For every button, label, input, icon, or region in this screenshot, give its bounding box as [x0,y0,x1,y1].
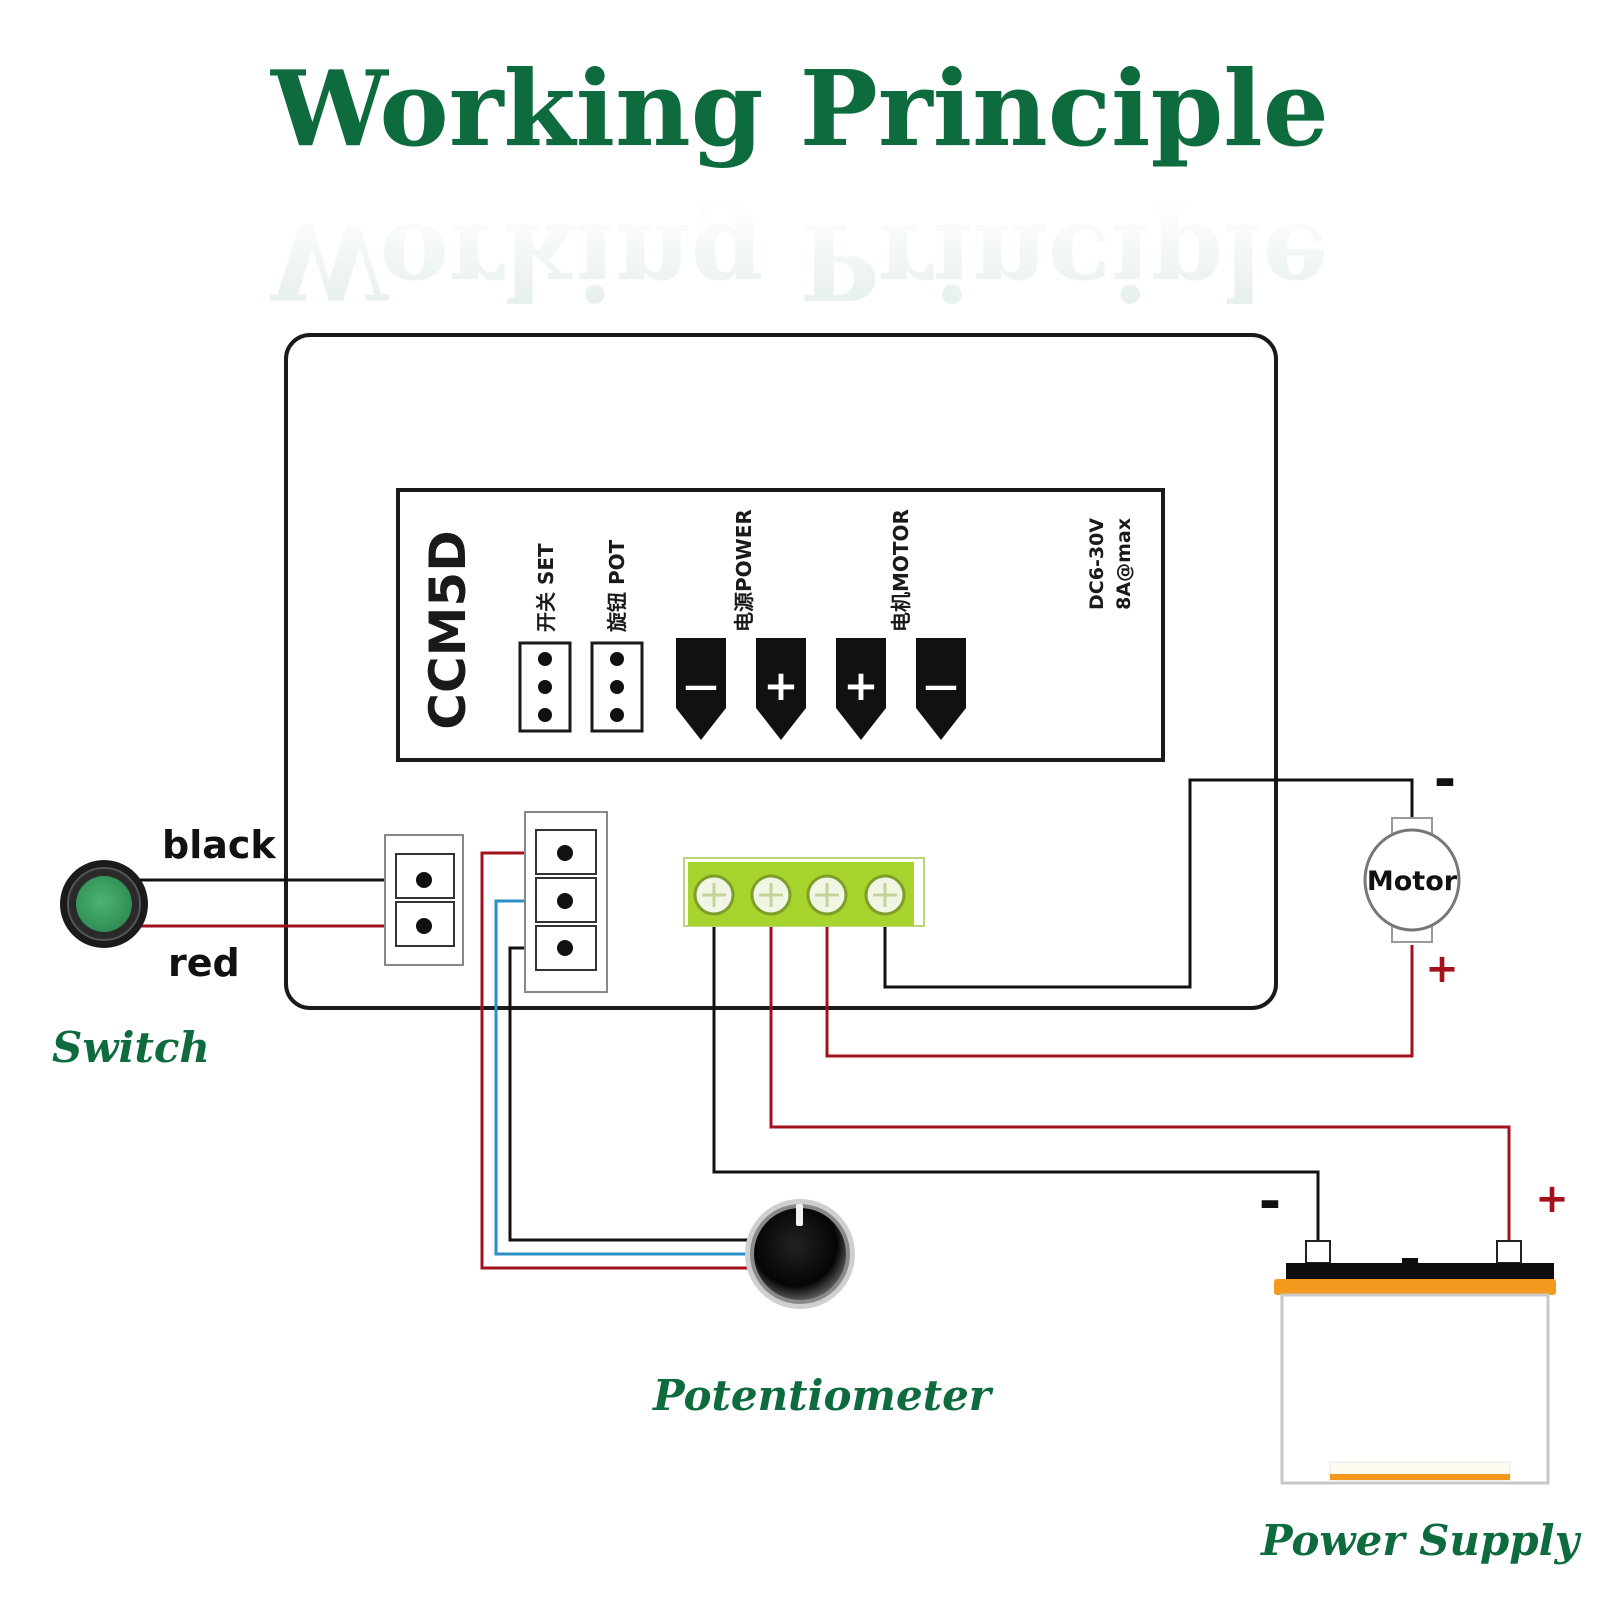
power-negative-wire [712,925,1320,1253]
power-supply-label: Power Supply [1260,1516,1582,1565]
power-terminal-label: 电源POWER [732,509,756,632]
title-reflection: Working Principle [270,200,1329,323]
motor-positive-wire [825,925,1414,1058]
switch-label: Switch [52,1023,210,1072]
pot-connector [524,811,608,993]
set-connector [384,834,464,966]
set-header-pins [518,641,572,733]
rating-voltage: DC6-30V [1086,518,1108,610]
power-positive-wire [769,925,1511,1253]
motor-terminal-label: 电机MOTOR [889,509,913,632]
pot-header-pins [590,641,644,733]
terminal-marker-power-plus: + [756,638,806,740]
motor-minus-sign: - [1434,748,1456,811]
svg-text:—: — [924,666,958,706]
terminal-marker-motor-plus: + [836,638,886,740]
battery-plus-sign: + [1535,1176,1569,1222]
rating-current: 8A@max [1113,518,1135,610]
battery-minus-sign: - [1259,1170,1281,1233]
motor-symbol: Motor [1363,817,1461,943]
set-port-label: 开关 SET [534,543,558,632]
screw-terminal-block [683,857,925,927]
svg-text:+: + [763,661,798,710]
page-title: Working Principle [270,47,1329,170]
svg-text:+: + [843,661,878,710]
terminal-marker-motor-minus: — [916,638,966,740]
motor-label: Motor [1367,866,1458,897]
screw-terminal-2 [750,874,792,916]
pot-red-wire [480,851,760,1270]
svg-text:—: — [684,666,718,706]
controller-model: CCM5D [419,530,477,729]
switch-black-wire-label: black [162,823,276,867]
svg-text:Working Principle: Working Principle [270,200,1329,323]
motor-plus-sign: + [1425,946,1459,992]
screw-terminal-1 [693,874,735,916]
motor-negative-wire [883,778,1414,989]
screw-terminal-4 [864,874,906,916]
switch-red-wire-label: red [168,941,240,985]
potentiometer-label: Potentiometer [652,1371,994,1420]
terminal-marker-power-minus: — [676,638,726,740]
battery [1274,1240,1556,1485]
pot-port-label: 旋钮 POT [605,539,629,633]
switch-button [60,860,148,948]
potentiometer-knob [745,1199,855,1309]
screw-terminal-3 [806,874,848,916]
